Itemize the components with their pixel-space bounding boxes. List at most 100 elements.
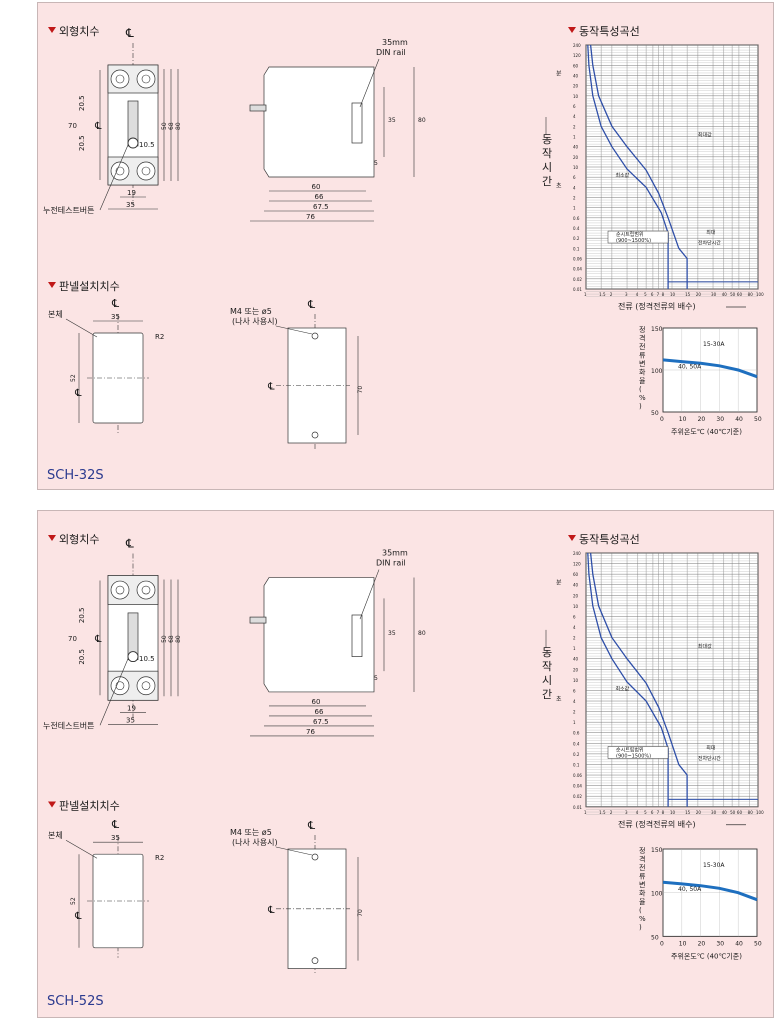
leader-line — [359, 58, 380, 108]
x-tick-label: 3 — [625, 810, 628, 815]
x-tick-label: 1 — [584, 810, 587, 815]
screw-label: (나사 사용시) — [232, 838, 278, 847]
dim-label: R2 — [155, 333, 164, 341]
y-tick-label: 120 — [573, 562, 581, 567]
temp-x-tick: 20 — [698, 940, 706, 947]
din-rail-clip — [351, 102, 363, 144]
dim-label: 50 — [161, 122, 168, 130]
y-tick-label: 40 — [573, 145, 579, 150]
dim-label: 35 — [388, 117, 396, 124]
temp-x-tick: 30 — [716, 940, 724, 947]
dim-label: 76 — [306, 728, 315, 736]
dim-label: 68 — [168, 635, 175, 643]
x-tick-label: 15 — [685, 810, 691, 815]
terminal-screw-icon — [141, 681, 151, 691]
curve-cutoff-label: 전차단시간 — [698, 239, 721, 246]
curve-xlabel: 전류 (정격전류의 배수) — [618, 301, 696, 311]
dim-label: 60 — [312, 183, 321, 191]
curve-min — [587, 44, 669, 289]
dim-label: 5 — [374, 675, 378, 682]
dim-label: 70 — [68, 122, 77, 130]
x-tick-label: 2 — [610, 292, 613, 297]
temp-ylabel: 화 — [639, 890, 646, 898]
y-tick-label: 240 — [573, 551, 581, 556]
y-tick-label: 40 — [573, 583, 579, 588]
temp-ylabel: ) — [639, 403, 642, 411]
heading-marker-icon — [568, 535, 576, 541]
centerline-symbol: ℄ — [74, 911, 82, 922]
temp-ylabel: ) — [639, 924, 642, 932]
temp-y-tick: 50 — [651, 934, 659, 941]
y-tick-label: 0.04 — [573, 267, 582, 272]
centerline-symbol: ℄ — [94, 121, 102, 132]
temp-ylabel: ( — [639, 386, 642, 394]
temp-xlabel: 주위온도℃ (40℃기준) — [671, 951, 742, 960]
temp-ylabel: ( — [639, 907, 642, 915]
dim-label: 10.5 — [139, 655, 155, 663]
centerline-symbol: ℄ — [111, 818, 119, 831]
temp-ylabel: 류 — [639, 873, 646, 881]
dim-label: 35 — [388, 630, 396, 637]
y-tick-label: 1 — [573, 206, 576, 211]
temp-ylabel: % — [639, 394, 646, 402]
y-tick-label: 2 — [573, 196, 576, 201]
centerline-symbol: ℄ — [307, 298, 315, 311]
x-tick-label: 4 — [636, 810, 639, 815]
dim-label: 35 — [111, 313, 120, 321]
dim-label: 35 — [111, 834, 120, 842]
dim-label: 68 — [168, 122, 175, 130]
dim-label: 35 — [126, 201, 135, 209]
temp-x-tick: 0 — [660, 416, 664, 423]
temp-series-label: 40, 50A — [678, 363, 702, 370]
curve-cutoff-label: 최대 — [706, 745, 716, 752]
y-tick-label: 0.06 — [573, 773, 582, 778]
temp-ylabel: 전 — [639, 863, 645, 872]
dim-label: 70 — [68, 635, 77, 643]
y-tick-label: 60 — [573, 63, 579, 68]
screw-label: (나사 사용시) — [232, 317, 278, 326]
temp-x-tick: 50 — [754, 416, 762, 423]
x-tick-label: 10 — [670, 292, 676, 297]
inst-box — [607, 230, 669, 244]
x-tick-label: 6 — [651, 292, 654, 297]
dim-label: 70 — [357, 386, 364, 394]
test-button-icon — [127, 137, 139, 149]
heading-dimensions: 외형치수 — [59, 25, 99, 38]
y-tick-label: 6 — [573, 175, 576, 180]
temp-x-tick: 0 — [660, 940, 664, 947]
temp-series-label: 15-30A — [703, 341, 725, 348]
heading-curve: 동작특성곡선 — [579, 25, 640, 38]
test-button-label: 누전테스트버튼 — [43, 720, 95, 730]
dim-label: 80 — [175, 122, 182, 130]
din-rail-label: 35mm — [382, 549, 408, 558]
x-tick-label: 7 — [657, 292, 660, 297]
y-tick-label: 6 — [573, 614, 576, 619]
dim-label: 19 — [127, 189, 136, 197]
temp-x-tick: 30 — [716, 416, 724, 423]
heading-marker-icon — [48, 535, 56, 541]
dim-label: 80 — [418, 117, 426, 124]
heading-panel-mount: 판넬설치치수 — [59, 799, 120, 812]
terminal-screw-icon — [136, 69, 156, 89]
y-tick-label: 1 — [573, 646, 576, 651]
x-tick-label: 6 — [651, 810, 654, 815]
temp-curve — [662, 880, 758, 902]
terminal-screw-icon — [141, 166, 151, 176]
y-tick-label: 0.2 — [573, 752, 580, 757]
y-tick-label: 0.02 — [573, 794, 582, 799]
y-tick-label: 6 — [573, 104, 576, 109]
dim-label: 80 — [175, 635, 182, 643]
dim-label: 10.5 — [139, 141, 155, 149]
x-tick-label: 5 — [644, 292, 647, 297]
temp-xlabel: 주위온도℃ (40℃기준) — [671, 427, 742, 436]
x-tick-label: 1.5 — [599, 292, 606, 297]
dim-label: 76 — [306, 213, 315, 221]
y-tick-label: 0.6 — [573, 216, 580, 221]
model-label: SCH-32S — [47, 468, 104, 483]
dim-label: 19 — [127, 704, 136, 712]
